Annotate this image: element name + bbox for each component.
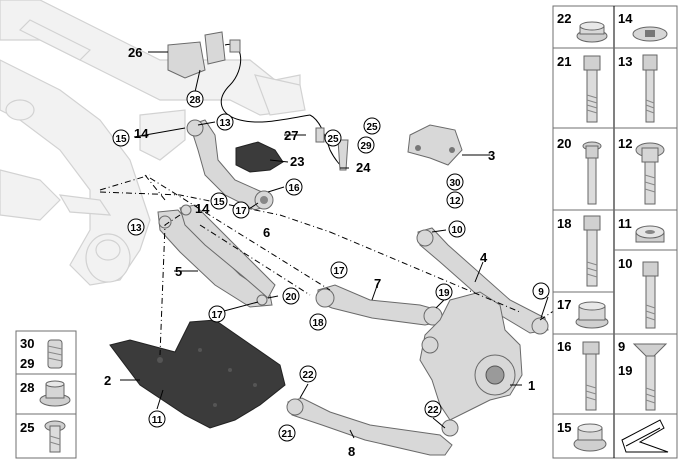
- callout-28-circle: 28: [186, 90, 204, 108]
- subframe-ghost: [0, 0, 306, 286]
- callout-13b: 13: [130, 223, 142, 234]
- control-arm-7: [315, 284, 443, 326]
- control-arm-8: [286, 397, 459, 456]
- callout-17c: 17: [211, 310, 223, 321]
- washer-14-icon: [632, 26, 668, 42]
- callout-14a: 14: [134, 126, 149, 141]
- nut-15-icon: [573, 423, 607, 452]
- callout-27: 27: [284, 128, 298, 143]
- panel-label-17: 17: [557, 297, 571, 312]
- screw-25-icon: [44, 420, 66, 453]
- callout-22b: 22: [427, 405, 439, 416]
- callout-18: 18: [312, 318, 324, 329]
- callout-17a: 17: [235, 206, 247, 217]
- control-arm-4: [416, 227, 549, 335]
- nut-28-icon: [39, 380, 71, 407]
- assembly-lines: [99, 174, 556, 356]
- panel-label-18: 18: [557, 216, 571, 231]
- underbody-shield-2: [109, 319, 286, 429]
- callout-22a: 22: [302, 370, 314, 381]
- bolt-18-icon: [583, 215, 601, 287]
- control-arm-5: [157, 204, 276, 308]
- control-arm-6: [186, 119, 274, 211]
- cable-bracket-27: [309, 114, 349, 171]
- bolt-16-icon: [582, 341, 600, 411]
- right-parts-panel: 22 14 21 13 20 12 18 11 10 17 16 9 19 15: [552, 5, 678, 459]
- arrow-icon: [621, 419, 669, 453]
- panel-label-12: 12: [618, 136, 632, 151]
- sensor-bracket-26: [167, 31, 311, 123]
- panel-label-21: 21: [557, 54, 571, 69]
- callout-1: 1: [528, 378, 535, 393]
- callout-labels: 26 28 27 25 25 29 23 24 3 30 12 15 14 13…: [104, 45, 550, 459]
- panel-label-20: 20: [557, 136, 571, 151]
- callout-29: 29: [360, 141, 372, 152]
- callout-14b: 14: [195, 201, 210, 216]
- nut-22-icon: [576, 21, 608, 43]
- bolt-20-icon: [582, 141, 602, 205]
- callout-21a: 21: [281, 429, 293, 440]
- callout-9: 9: [538, 287, 544, 298]
- panel-label-30: 30: [20, 336, 34, 351]
- wheel-carrier-1: [419, 291, 523, 421]
- callout-28: 28: [189, 95, 201, 106]
- callout-30: 30: [449, 178, 461, 189]
- panel-label-13: 13: [618, 54, 632, 69]
- bolt-13-icon: [642, 54, 658, 123]
- callout-4: 4: [480, 250, 488, 265]
- callout-17b: 17: [333, 266, 345, 277]
- panel-label-22: 22: [557, 11, 571, 26]
- callout-7: 7: [374, 276, 381, 291]
- callout-15b: 15: [213, 197, 225, 208]
- callout-leaders: [120, 51, 549, 439]
- callout-19: 19: [438, 288, 450, 299]
- panel-label-11: 11: [618, 216, 632, 231]
- clip-30-icon: [47, 339, 63, 369]
- callout-10: 10: [451, 225, 463, 236]
- callout-20: 20: [285, 292, 297, 303]
- panel-label-16: 16: [557, 339, 571, 354]
- bolt-10-icon: [642, 261, 659, 329]
- callout-6: 6: [263, 225, 270, 240]
- callout-8: 8: [348, 444, 355, 459]
- panel-label-29: 29: [20, 356, 34, 371]
- panel-label-15: 15: [557, 420, 571, 435]
- left-parts-panel: 30 29 28 25: [15, 330, 77, 459]
- callout-25b: 25: [366, 122, 378, 133]
- callout-25: 25: [327, 134, 339, 145]
- bracket-23: [235, 141, 284, 173]
- nut-17-icon: [575, 301, 609, 329]
- panel-label-28: 28: [20, 380, 34, 395]
- callout-15a: 15: [115, 134, 127, 145]
- panel-label-25: 25: [20, 420, 34, 435]
- panel-label-19: 19: [618, 363, 632, 378]
- callout-11: 11: [152, 415, 163, 426]
- bolt-12-icon: [635, 142, 665, 205]
- panel-label-14: 14: [618, 11, 633, 26]
- callout-26: 26: [128, 45, 142, 60]
- callout-5: 5: [175, 264, 182, 279]
- bolt-21-icon: [583, 55, 601, 123]
- callout-23: 23: [290, 154, 304, 169]
- callout-16: 16: [288, 183, 300, 194]
- bolt-9-icon: [632, 343, 668, 411]
- callout-13a: 13: [219, 118, 231, 129]
- panel-label-9: 9: [618, 339, 625, 354]
- panel-label-10: 10: [618, 256, 632, 271]
- callout-24: 24: [356, 160, 371, 175]
- callout-12: 12: [449, 196, 461, 207]
- nut-11-icon: [635, 225, 665, 243]
- callout-2: 2: [104, 373, 111, 388]
- bracket-3: [407, 124, 463, 166]
- callout-3: 3: [488, 148, 495, 163]
